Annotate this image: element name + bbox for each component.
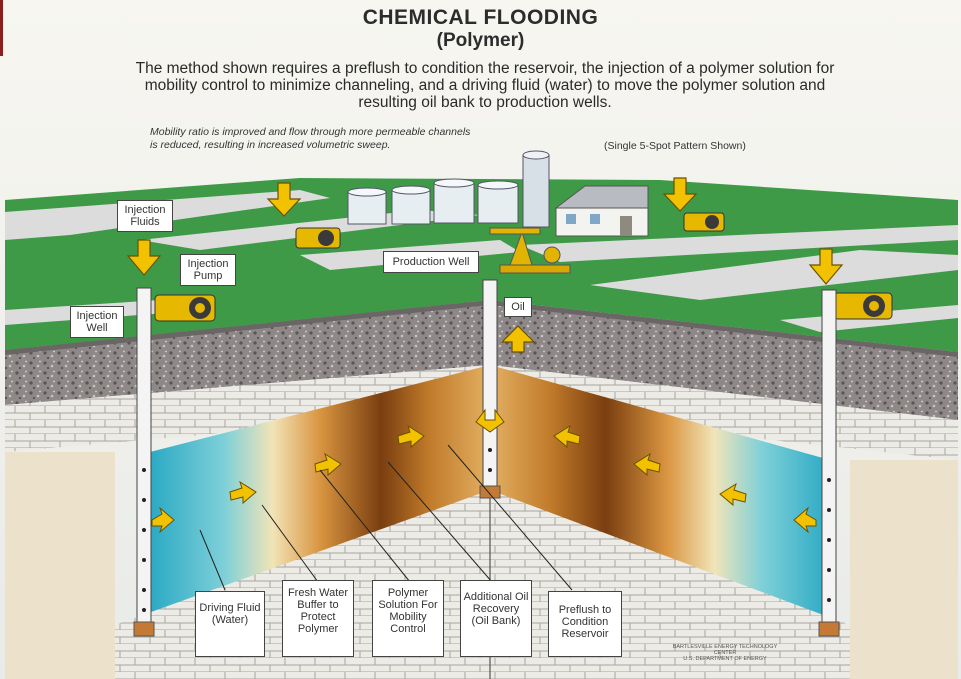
label-injection-well: Injection Well (70, 306, 124, 338)
reservoir-left-face (150, 365, 490, 625)
label-preflush: Preflush to Condition Reservoir (548, 591, 622, 657)
production-well (479, 279, 501, 499)
mobility-note: Mobility ratio is improved and flow thro… (150, 126, 471, 151)
accent-bar (0, 0, 3, 56)
gravel-layer-right (490, 300, 958, 420)
injection-arrows (126, 177, 844, 285)
label-oil: Oil (504, 297, 532, 317)
rock-layer-upper-right (490, 365, 958, 460)
reservoir-right-face (490, 365, 830, 625)
oil-up-arrow (500, 325, 536, 353)
injection-pump-left (154, 294, 216, 322)
label-additional-oil: Additional Oil Recovery (Oil Bank) (460, 580, 532, 657)
label-pointers (199, 444, 573, 591)
gravel-layer-left (5, 300, 490, 405)
credit-line-1: BARTLESVILLE ENERGY TECHNOLOGY CENTER (672, 644, 778, 656)
injection-pump-right (833, 292, 893, 320)
label-production-well: Production Well (383, 251, 479, 273)
label-polymer-solution: Polymer Solution For Mobility Control (372, 580, 444, 657)
building (554, 185, 649, 237)
diagram-title: CHEMICAL FLOODING (362, 6, 599, 29)
pattern-note: (Single 5-Spot Pattern Shown) (604, 140, 746, 152)
description-text: The method shown requires a preflush to … (135, 60, 835, 111)
rock-layer-upper-left (5, 365, 490, 452)
label-fresh-water-buffer: Fresh Water Buffer to Protect Polymer (282, 580, 354, 657)
credit-line-2: U.S. DEPARTMENT OF ENERGY (683, 656, 767, 662)
label-injection-fluids: Injection Fluids (117, 200, 173, 232)
label-driving-fluid: Driving Fluid (Water) (195, 591, 265, 657)
diagram-subtitle: (Polymer) (436, 30, 525, 51)
injection-well-right (818, 289, 840, 637)
injection-well-left (133, 287, 155, 637)
injection-pump-back-right (683, 212, 725, 232)
flow-arrows (151, 424, 817, 534)
pump-jack (489, 227, 571, 274)
credit-block: BARTLESVILLE ENERGY TECHNOLOGY CENTER U.… (670, 644, 780, 662)
production-inflow-arrow (475, 408, 505, 433)
label-injection-pump: Injection Pump (180, 254, 236, 286)
storage-tanks (347, 150, 550, 228)
injection-pump-back (295, 227, 341, 249)
